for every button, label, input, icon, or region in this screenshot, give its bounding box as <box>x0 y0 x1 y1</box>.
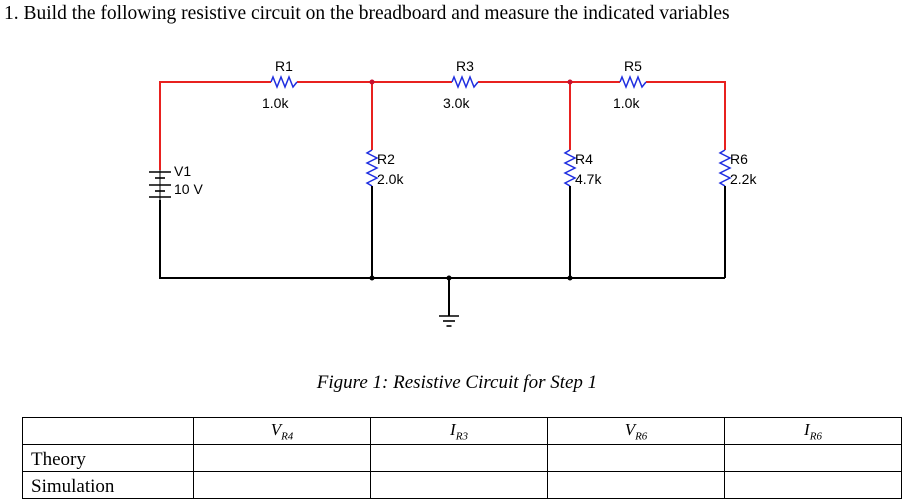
header-vr4-sub: R4 <box>281 430 294 443</box>
theory-ir3-cell[interactable] <box>370 444 548 472</box>
simulation-ir3-cell[interactable] <box>370 471 548 499</box>
r6-name: R6 <box>730 151 748 167</box>
row-label-theory: Theory <box>22 444 194 472</box>
r6-resistor <box>718 149 732 187</box>
r1-value: 1.0k <box>262 95 289 111</box>
r2-name: R2 <box>377 151 395 167</box>
source-value: 10 V <box>174 181 203 197</box>
r2-value: 2.0k <box>377 171 404 187</box>
r3-resistor <box>451 74 479 90</box>
r3-name: R3 <box>456 58 474 74</box>
table-row-theory: Theory <box>22 444 902 472</box>
figure-caption: Figure 1: Resistive Circuit for Step 1 <box>316 372 598 393</box>
source-name: V1 <box>174 163 191 179</box>
r4-name: R4 <box>575 151 593 167</box>
measurement-table: VR4 IR3 VR6 IR6 Theory Simulation <box>22 417 902 499</box>
ground-icon <box>439 315 459 327</box>
theory-ir6-cell[interactable] <box>724 444 902 472</box>
header-ir3-sub: R3 <box>455 430 468 443</box>
header-vr6: VR6 <box>547 417 725 445</box>
theory-vr4-cell[interactable] <box>193 444 371 472</box>
circuit-schematic: R1 1.0k R3 3.0k R5 1.0k R2 2.0k R4 4.7k … <box>149 58 757 327</box>
header-vr4-main: V <box>270 419 282 439</box>
r5-name: R5 <box>624 58 642 74</box>
header-vr6-sub: R6 <box>635 430 648 443</box>
row-label-simulation: Simulation <box>22 471 194 499</box>
header-ir6: IR6 <box>724 417 902 445</box>
r3-value: 3.0k <box>443 95 470 111</box>
r6-value: 2.2k <box>730 171 757 187</box>
table-row-simulation: Simulation <box>22 471 902 499</box>
simulation-vr6-cell[interactable] <box>547 471 725 499</box>
r5-resistor <box>619 74 647 90</box>
header-corner <box>22 417 194 445</box>
battery-icon <box>149 170 171 200</box>
header-ir3-main: I <box>450 419 456 439</box>
theory-vr6-cell[interactable] <box>547 444 725 472</box>
r2-resistor <box>365 149 379 187</box>
r1-resistor <box>270 74 298 90</box>
bottom-wire <box>159 186 726 316</box>
header-ir6-main: I <box>804 419 810 439</box>
r1-name: R1 <box>275 58 293 74</box>
header-ir3: IR3 <box>370 417 548 445</box>
simulation-vr4-cell[interactable] <box>193 471 371 499</box>
r4-resistor <box>563 149 577 187</box>
header-vr4: VR4 <box>193 417 371 445</box>
table-header-row: VR4 IR3 VR6 IR6 <box>22 417 902 445</box>
simulation-ir6-cell[interactable] <box>724 471 902 499</box>
r4-value: 4.7k <box>575 171 602 187</box>
header-vr6-main: V <box>624 419 636 439</box>
junction-dots <box>369 79 573 281</box>
header-ir6-sub: R6 <box>809 430 822 443</box>
question-text: 1. Build the following resistive circuit… <box>4 3 730 24</box>
r5-value: 1.0k <box>613 95 640 111</box>
